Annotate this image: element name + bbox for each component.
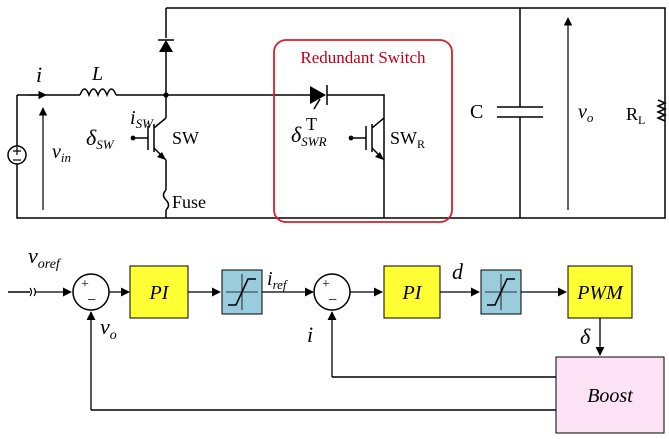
pi1-label: PI: [149, 282, 170, 304]
current-reference-label: iref: [267, 268, 289, 292]
sum2-plus: +: [322, 277, 330, 292]
input-voltage-label: vin: [52, 141, 71, 165]
redundant-drive-label: δSWR: [291, 122, 327, 149]
sum1-plus: +: [81, 277, 89, 292]
reference-label: voref: [28, 243, 62, 272]
inductor-label: L: [91, 63, 103, 85]
boost-plant-block: [555, 356, 665, 434]
thyristor: [300, 85, 336, 110]
load-resistor: [656, 99, 667, 122]
pi2-label: PI: [402, 282, 423, 304]
pi-controller-current: [383, 265, 441, 319]
sum1-minus: −: [87, 292, 96, 309]
switch-current-label: iSW: [130, 107, 154, 131]
fuse-label: Fuse: [172, 192, 206, 212]
switch-label: SW: [172, 128, 199, 148]
gate-signal-label: δ: [580, 324, 591, 349]
voltage-feedback-label: vo: [100, 314, 117, 343]
power-circuit: L i vin iSW δSW SW: [7, 7, 667, 223]
limiter-2: [480, 269, 522, 315]
output-voltage-label: vo: [578, 101, 594, 125]
control-loop: voref + − PI iref + − PI d: [8, 243, 665, 434]
redundant-switch-label: SWR: [390, 128, 425, 151]
input-current-label: i: [36, 62, 42, 87]
load-label: RL: [626, 104, 645, 127]
dc-source: [7, 145, 27, 165]
redundant-switch: [348, 117, 385, 161]
capacitor: [497, 8, 543, 218]
boost-label: Boost: [587, 385, 633, 407]
reference-break-icon: [29, 287, 37, 297]
current-feedback-label: i: [307, 322, 313, 347]
boost-diode: [158, 8, 174, 95]
pi-controller-voltage: [129, 265, 189, 319]
sum2-minus: −: [328, 292, 337, 309]
pwm-label: PWM: [576, 282, 624, 304]
redundant-switch-title: Redundant Switch: [300, 48, 426, 67]
duty-label: d: [452, 259, 464, 284]
redundant-switch-box: [273, 39, 453, 223]
main-switch: [130, 95, 167, 190]
fuse: [162, 189, 170, 218]
capacitor-label: C: [470, 101, 483, 123]
switch-drive-label: δSW: [86, 125, 115, 152]
limiter-1: [221, 269, 263, 315]
inductor: [79, 88, 117, 98]
thyristor-label: T: [306, 114, 317, 134]
